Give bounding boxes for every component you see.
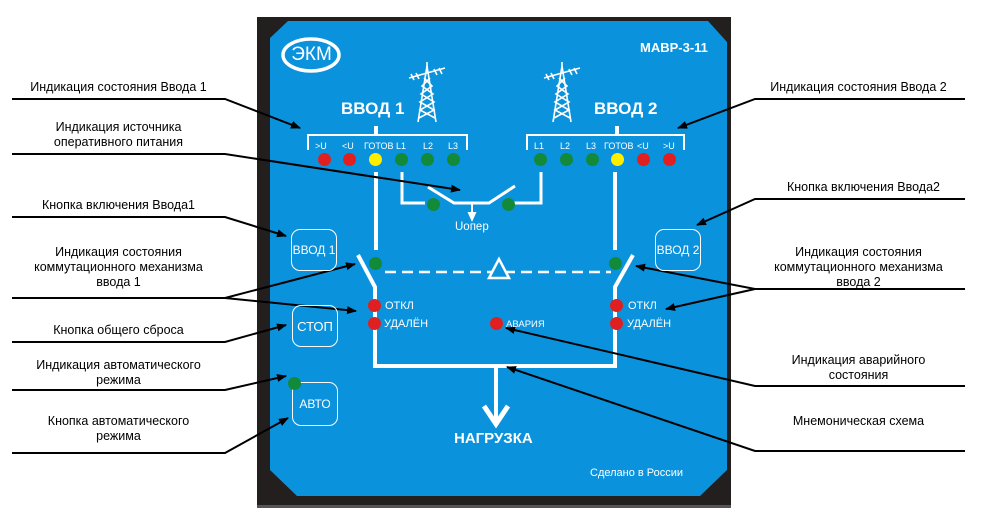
auto-button[interactable]: АВТО (292, 382, 338, 426)
input1-button[interactable]: ВВОД 1 (291, 229, 337, 271)
input1-led-label: >U (315, 141, 327, 151)
led-undervoltage-2 (637, 153, 650, 166)
power-tower-2-icon (543, 62, 581, 123)
led-ready-2 (611, 153, 624, 166)
led-remote-2 (610, 317, 623, 330)
led-off-1 (368, 299, 381, 312)
off-label-2: ОТКЛ (628, 300, 657, 312)
oper-power-mnemonic (400, 172, 543, 222)
remote-label-1: УДАЛЁН (384, 318, 429, 330)
input1-led-label: L2 (423, 141, 434, 151)
callout-reset-button: Кнопка общего сброса (53, 323, 184, 337)
led-undervoltage-1 (343, 153, 356, 166)
input1-led-label: <U (342, 141, 354, 151)
callout-mnemonic: Мнемоническая схема (792, 414, 925, 428)
power-tower-1-icon (408, 62, 446, 123)
led-alarm (490, 317, 503, 330)
load-label: НАГРУЗКА (454, 430, 533, 447)
input1-led-label: ГОТОВ (364, 141, 394, 151)
input1-led-label: L1 (396, 141, 407, 151)
left-callout-lines (12, 98, 461, 454)
made-in-label: Сделано в России (590, 467, 684, 479)
input1-led-label: L3 (448, 141, 459, 151)
led-l3-2 (586, 153, 599, 166)
input2-led-label: L1 (534, 141, 545, 151)
input1-led-bracket (307, 126, 468, 150)
callout-input1-button: Кнопка включения Ввода1 (41, 198, 196, 212)
led-l2-2 (560, 153, 573, 166)
led-l2-1 (421, 153, 434, 166)
input1-title: ВВОД 1 (341, 99, 405, 118)
right-callout-lines (505, 98, 965, 452)
led-l3-1 (447, 153, 460, 166)
input2-button[interactable]: ВВОД 2 (655, 229, 701, 271)
callout-input1-state: Индикация состояния Ввода 1 (30, 80, 207, 94)
led-l1-1 (395, 153, 408, 166)
input2-led-label: ГОТОВ (604, 141, 634, 151)
led-overvoltage-2 (663, 153, 676, 166)
led-oper-power-2 (502, 198, 515, 211)
remote-label-2: УДАЛЁН (627, 318, 672, 330)
oper-power-label: Uопер (455, 221, 489, 233)
input2-led-label: >U (663, 141, 675, 151)
input2-led-label: L3 (586, 141, 597, 151)
alarm-label: АВАРИЯ (506, 319, 545, 330)
led-l1-2 (534, 153, 547, 166)
led-off-2 (610, 299, 623, 312)
input2-led-bracket (526, 126, 685, 150)
callout-input2-button: Кнопка включения Ввода2 (786, 180, 941, 194)
led-ready-1 (369, 153, 382, 166)
led-remote-1 (368, 317, 381, 330)
off-label-1: ОТКЛ (385, 300, 414, 312)
model-name: МАВР-3-11 (640, 40, 708, 55)
led-auto-mode (288, 377, 301, 390)
interlock-triangle-icon (486, 256, 512, 280)
input2-led-label: <U (637, 141, 649, 151)
callout-input2-state: Индикация состояния Ввода 2 (770, 80, 947, 94)
brand-logo: ЭКМ (291, 44, 332, 65)
led-switch-2 (609, 257, 622, 270)
stop-button[interactable]: СТОП (292, 305, 338, 347)
input2-title: ВВОД 2 (594, 99, 658, 118)
led-overvoltage-1 (318, 153, 331, 166)
led-oper-power-1 (427, 198, 440, 211)
led-switch-1 (369, 257, 382, 270)
input2-led-label: L2 (560, 141, 571, 151)
brand-logo-ellipse (281, 37, 341, 73)
